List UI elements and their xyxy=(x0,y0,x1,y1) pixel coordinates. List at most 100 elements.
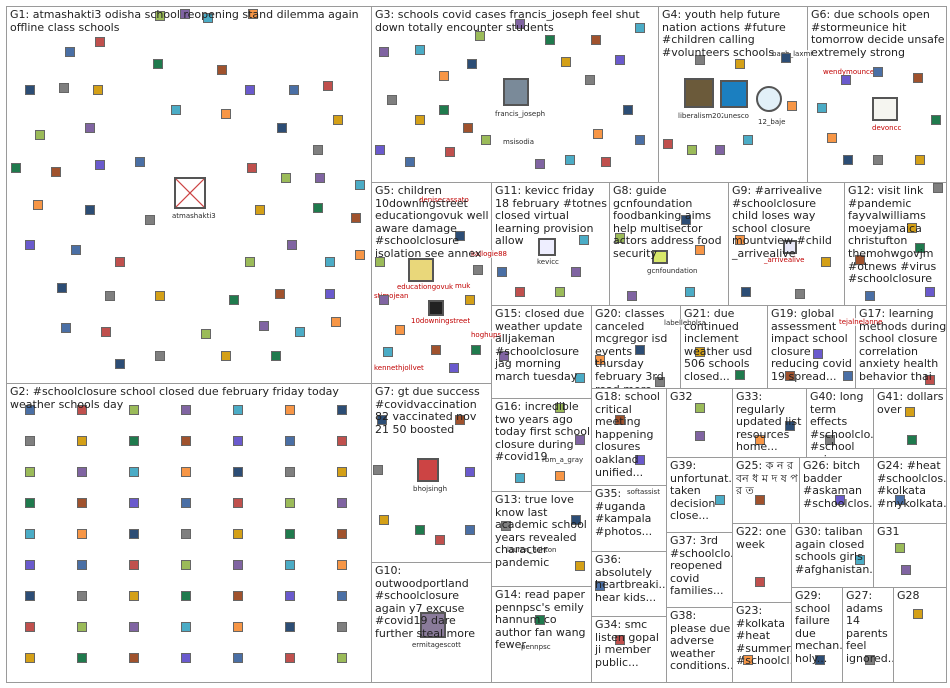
node[interactable] xyxy=(439,71,449,81)
node[interactable] xyxy=(915,155,925,165)
node[interactable] xyxy=(873,155,883,165)
node[interactable] xyxy=(129,405,139,415)
node[interactable] xyxy=(285,498,295,508)
node[interactable] xyxy=(865,655,875,665)
hub-node-ermitagescott[interactable] xyxy=(420,612,446,638)
node[interactable] xyxy=(65,47,75,57)
node[interactable] xyxy=(595,355,605,365)
node[interactable] xyxy=(685,287,695,297)
node[interactable] xyxy=(855,255,865,265)
node[interactable] xyxy=(687,145,697,155)
node[interactable] xyxy=(415,45,425,55)
node[interactable] xyxy=(233,529,243,539)
hub-node-kevicc[interactable] xyxy=(538,238,556,256)
node[interactable] xyxy=(337,405,347,415)
node[interactable] xyxy=(473,265,483,275)
node[interactable] xyxy=(499,351,509,361)
node[interactable] xyxy=(743,655,753,665)
hub-node-educationgovuk[interactable] xyxy=(408,258,434,282)
node[interactable] xyxy=(275,289,285,299)
node[interactable] xyxy=(105,291,115,301)
node[interactable] xyxy=(575,561,585,571)
node[interactable] xyxy=(135,157,145,167)
node[interactable] xyxy=(755,435,765,445)
node[interactable] xyxy=(465,467,475,477)
node[interactable] xyxy=(579,235,589,245)
node[interactable] xyxy=(925,375,935,385)
node[interactable] xyxy=(181,498,191,508)
node[interactable] xyxy=(145,215,155,225)
node[interactable] xyxy=(755,577,765,587)
node[interactable] xyxy=(925,287,935,297)
node[interactable] xyxy=(635,345,645,355)
hub-node-12-baje[interactable] xyxy=(756,86,782,112)
node[interactable] xyxy=(873,67,883,77)
node[interactable] xyxy=(445,147,455,157)
node[interactable] xyxy=(61,323,71,333)
node[interactable] xyxy=(181,653,191,663)
node[interactable] xyxy=(905,407,915,417)
node[interactable] xyxy=(835,495,845,505)
node[interactable] xyxy=(681,215,691,225)
node[interactable] xyxy=(535,615,545,625)
node[interactable] xyxy=(25,653,35,663)
node[interactable] xyxy=(285,653,295,663)
node[interactable] xyxy=(203,13,213,23)
node[interactable] xyxy=(915,243,925,253)
node[interactable] xyxy=(129,653,139,663)
node[interactable] xyxy=(129,622,139,632)
node[interactable] xyxy=(95,37,105,47)
node[interactable] xyxy=(615,233,625,243)
node[interactable] xyxy=(337,622,347,632)
node[interactable] xyxy=(561,57,571,67)
node[interactable] xyxy=(337,591,347,601)
node[interactable] xyxy=(323,81,333,91)
node[interactable] xyxy=(153,59,163,69)
node[interactable] xyxy=(129,529,139,539)
node[interactable] xyxy=(901,565,911,575)
node[interactable] xyxy=(695,403,705,413)
node[interactable] xyxy=(865,291,875,301)
node[interactable] xyxy=(931,115,941,125)
hub-node-10downingstreet[interactable] xyxy=(428,300,444,316)
node[interactable] xyxy=(221,351,231,361)
node[interactable] xyxy=(217,65,227,75)
node[interactable] xyxy=(817,103,827,113)
node[interactable] xyxy=(623,105,633,115)
node[interactable] xyxy=(395,325,405,335)
node[interactable] xyxy=(25,622,35,632)
node[interactable] xyxy=(287,240,297,250)
node[interactable] xyxy=(435,535,445,545)
node[interactable] xyxy=(337,529,347,539)
node[interactable] xyxy=(615,635,625,645)
node[interactable] xyxy=(77,653,87,663)
node[interactable] xyxy=(515,473,525,483)
node[interactable] xyxy=(515,287,525,297)
node[interactable] xyxy=(655,377,665,387)
node[interactable] xyxy=(51,167,61,177)
node[interactable] xyxy=(129,591,139,601)
node[interactable] xyxy=(77,405,87,415)
node[interactable] xyxy=(373,465,383,475)
node[interactable] xyxy=(841,75,851,85)
node[interactable] xyxy=(233,436,243,446)
node[interactable] xyxy=(379,515,389,525)
node[interactable] xyxy=(77,622,87,632)
hub-node-liberalism202[interactable] xyxy=(684,78,714,108)
node[interactable] xyxy=(115,257,125,267)
node[interactable] xyxy=(843,155,853,165)
node[interactable] xyxy=(415,525,425,535)
node[interactable] xyxy=(555,471,565,481)
node[interactable] xyxy=(635,135,645,145)
node[interactable] xyxy=(181,622,191,632)
node[interactable] xyxy=(415,115,425,125)
node[interactable] xyxy=(93,85,103,95)
node[interactable] xyxy=(25,240,35,250)
node[interactable] xyxy=(313,145,323,155)
hub-node-bhojsingh[interactable] xyxy=(417,458,439,482)
node[interactable] xyxy=(571,515,581,525)
node[interactable] xyxy=(855,555,865,565)
node[interactable] xyxy=(379,295,389,305)
node[interactable] xyxy=(475,31,485,41)
node[interactable] xyxy=(439,105,449,115)
